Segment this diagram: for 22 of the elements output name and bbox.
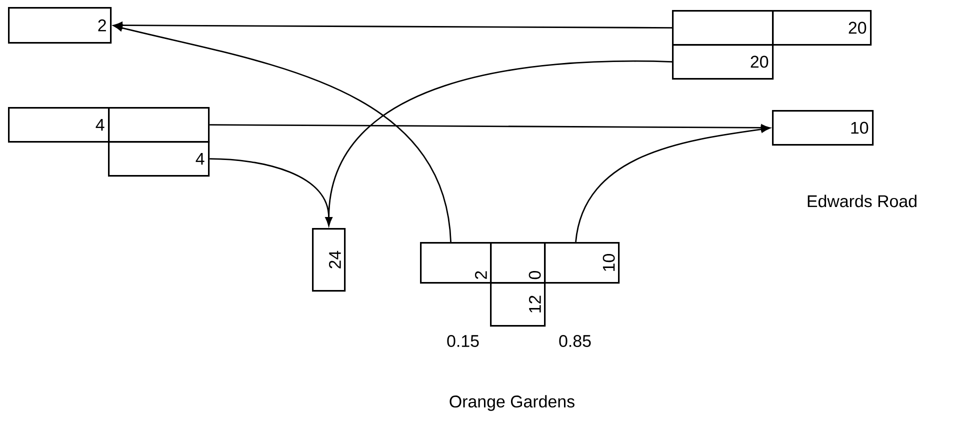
value-box: 10: [772, 110, 874, 146]
table-cell: 20: [672, 44, 774, 80]
place-label: Orange Gardens: [450, 395, 574, 411]
table-cell: 4: [8, 107, 110, 143]
arrow: [210, 124, 770, 132]
arrow: [325, 60, 672, 226]
table-cell: 12: [490, 282, 546, 327]
value-box: 24: [312, 228, 346, 292]
table-cell: [108, 107, 210, 143]
table-cell: 2: [420, 242, 492, 284]
arrow: [114, 22, 672, 29]
value-box: 2: [8, 7, 112, 44]
table-cell: 20: [772, 10, 872, 46]
table-cell: 10: [544, 242, 620, 284]
place-label: 0.15: [447, 335, 479, 347]
place-label: 0.85: [559, 335, 591, 347]
table-cell: [672, 10, 774, 46]
table-cell: 4: [108, 141, 210, 177]
place-label: Edwards Road: [808, 194, 916, 208]
arrow: [114, 24, 452, 242]
arrow: [575, 126, 770, 242]
table-cell: 0: [490, 242, 546, 284]
